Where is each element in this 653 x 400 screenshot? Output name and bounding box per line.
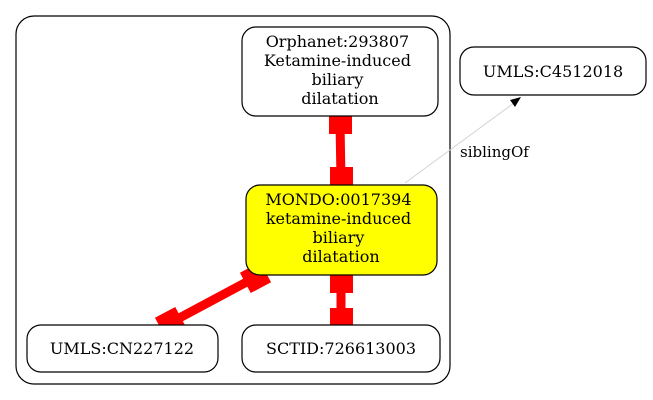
node-mondo[interactable]: MONDO:0017394 ketamine-induced biliary d… — [245, 184, 438, 276]
edge-label-sibling: siblingOf — [460, 143, 530, 161]
node-umls-cn[interactable]: UMLS:CN227122 — [26, 324, 219, 373]
node-label: UMLS:CN227122 — [50, 339, 194, 358]
cluster-box — [15, 15, 451, 385]
node-label: MONDO:0017394 ketamine-induced biliary d… — [265, 190, 416, 266]
edge-mondo-umls-c: siblingOf — [404, 97, 530, 184]
node-label: Orphanet:293807 Ketamine-induced biliary… — [264, 32, 416, 108]
edge-mondo-sctid — [330, 270, 353, 331]
node-label: UMLS:C4512018 — [483, 62, 623, 81]
node-sctid[interactable]: SCTID:726613003 — [241, 324, 441, 373]
node-orphanet[interactable]: Orphanet:293807 Ketamine-induced biliary… — [241, 26, 439, 117]
node-umls-c[interactable]: UMLS:C4512018 — [459, 46, 647, 96]
edge-orphanet-mondo — [329, 111, 353, 190]
arrowhead-icon — [510, 97, 521, 107]
node-label: SCTID:726613003 — [266, 339, 416, 358]
